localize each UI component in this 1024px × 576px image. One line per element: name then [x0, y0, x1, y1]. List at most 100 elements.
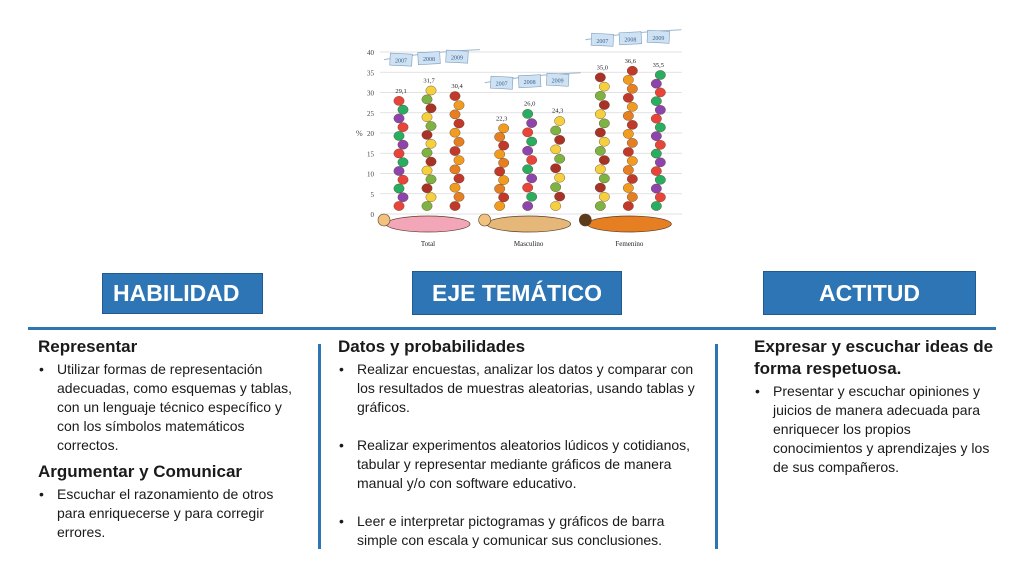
year-tag-label: 2007 — [596, 39, 608, 45]
fruit-mark — [449, 127, 461, 138]
fruit-mark — [650, 96, 662, 106]
fruit-mark — [393, 183, 405, 194]
fruit-mark — [449, 146, 461, 156]
fruit-mark — [594, 164, 606, 175]
year-tag — [417, 51, 441, 65]
fruit-mark — [421, 165, 433, 176]
fruit-mark — [494, 201, 506, 211]
fruit-mark — [654, 174, 666, 185]
fruit-mark — [397, 139, 409, 150]
fruit-mark — [421, 147, 433, 158]
fruit-mark — [526, 136, 538, 147]
fruit-mark — [650, 131, 662, 141]
fruit-mark — [522, 182, 534, 193]
year-tag — [389, 52, 413, 67]
fruit-mark — [598, 155, 610, 165]
fruit-mark — [522, 164, 534, 174]
fruit-mark — [494, 183, 506, 194]
fruit-mark — [397, 122, 409, 132]
year-tag-label: 2007 — [496, 82, 508, 88]
fruit-mark — [425, 103, 437, 114]
fruit-mark — [449, 109, 461, 120]
category-label: Masculino — [514, 240, 544, 248]
fruit-mark — [650, 113, 662, 124]
habilidad-column: Representar Utilizar formas de represent… — [38, 336, 300, 542]
fruit-mark — [654, 70, 666, 80]
fruit-mark — [526, 118, 538, 128]
eje-heading: Datos y probabilidades — [338, 337, 526, 356]
fruit-mark — [622, 111, 634, 121]
fruit-mark — [522, 201, 534, 211]
horizontal-divider — [28, 327, 996, 330]
fruit-mark — [425, 192, 437, 202]
year-tag — [490, 75, 514, 90]
fruit-mark — [622, 201, 634, 211]
fruit-mark — [393, 148, 405, 159]
data-label: 24,3 — [552, 108, 563, 115]
fruit-mark — [626, 174, 638, 184]
y-tick-label: 30 — [367, 90, 375, 98]
fruit-mark — [498, 175, 510, 185]
fruit-mark — [494, 132, 506, 142]
fruit-mark — [594, 72, 606, 83]
fruit-mark — [550, 163, 562, 174]
fruit-mark — [594, 91, 606, 101]
fruit-mark — [654, 157, 666, 168]
fruit-mark — [393, 201, 405, 211]
fruit-mark — [550, 182, 562, 192]
skill-heading-argumentar: Argumentar y Comunicar — [38, 462, 243, 481]
fruit-mark — [554, 116, 566, 126]
fruit-mark — [393, 96, 405, 106]
data-label: 22,3 — [496, 116, 507, 123]
category-label: Femenino — [615, 240, 643, 248]
fruit-mark — [594, 109, 606, 119]
fruit-mark — [425, 174, 437, 185]
year-tag — [590, 32, 614, 47]
fruit-mark — [449, 91, 461, 101]
fruit-mark — [421, 201, 433, 211]
y-tick-label: 25 — [367, 110, 375, 118]
fruit-mark — [425, 85, 437, 96]
fruit-mark — [526, 155, 538, 165]
year-tag-label: 2008 — [524, 80, 536, 86]
eje-tematico-header: EJE TEMÁTICO — [412, 271, 622, 315]
fruit-mark — [650, 201, 662, 211]
fruit-mark — [622, 93, 634, 103]
fruit-mark — [522, 145, 534, 156]
fruit-mark — [654, 140, 666, 150]
fruit-mark — [626, 84, 638, 94]
category-label: Total — [421, 240, 435, 248]
fruit-mark — [449, 164, 461, 175]
fruit-mark — [598, 100, 610, 110]
fruit-mark — [598, 173, 610, 184]
fruit-mark — [393, 166, 405, 176]
fruit-mark — [498, 140, 510, 151]
column-divider-right — [715, 344, 718, 549]
fruit-mark — [626, 192, 638, 202]
year-tag — [546, 72, 570, 87]
pictogram-head — [478, 213, 491, 227]
data-label: 26,0 — [524, 101, 535, 108]
year-tag — [445, 49, 469, 64]
year-tag-label: 2007 — [395, 59, 407, 65]
fruit-mark — [425, 156, 437, 167]
fruit-mark — [425, 139, 437, 149]
fruit-mark — [494, 166, 506, 177]
column-divider-left — [318, 344, 321, 549]
fruit-mark — [550, 144, 562, 155]
fruit-mark — [498, 192, 510, 203]
fruit-mark — [554, 191, 566, 202]
skill-list-argumentar: Escuchar el razonamiento de otros para e… — [38, 485, 300, 542]
data-label: 36,6 — [625, 58, 637, 65]
y-tick-label: 40 — [367, 49, 375, 57]
fruit-mark — [421, 130, 433, 140]
fruit-mark — [650, 166, 662, 176]
fruit-mark — [453, 137, 465, 147]
fruit-mark — [626, 102, 638, 112]
list-item: Presentar y escuchar opiniones y juicios… — [754, 382, 1004, 477]
fruit-mark — [554, 172, 566, 183]
pictogram-base — [586, 215, 672, 233]
data-label: 35,5 — [653, 62, 664, 69]
fruit-mark — [626, 156, 638, 166]
